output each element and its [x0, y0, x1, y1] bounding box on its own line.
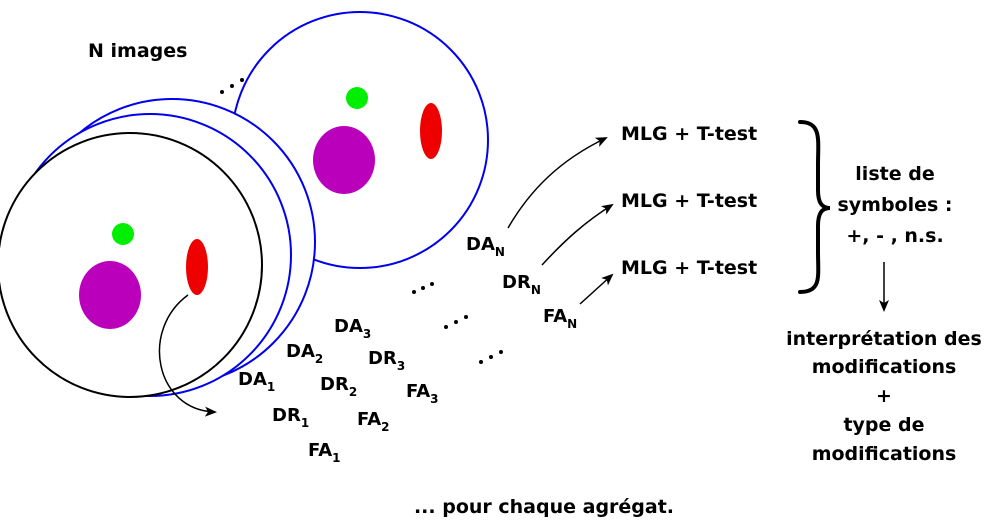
seq-dr-1: DR1 — [272, 405, 309, 430]
sequence-ellipsis — [412, 282, 503, 364]
interpretation-line-2: modifications — [812, 356, 957, 378]
red-ellipse-back — [420, 103, 442, 159]
interpretation-line-4: type de — [843, 414, 924, 436]
seq-da-1: DA1 — [238, 369, 275, 394]
green-dot-front — [112, 223, 134, 245]
extraction-arrow — [158, 294, 217, 417]
image-stack — [0, 11, 489, 398]
footer-caption: ... pour chaque agrégat. — [414, 496, 674, 518]
green-dot-back — [346, 87, 368, 109]
seq-dr-2: DR2 — [320, 374, 357, 399]
seq-da-3: DA3 — [334, 316, 371, 341]
symbols-line-1: liste de — [855, 163, 934, 185]
seq-fa-3: FA3 — [406, 381, 439, 406]
stack-ellipsis — [220, 78, 244, 94]
arrow-da-to-test — [507, 137, 608, 229]
symbols-line-2: symboles : — [837, 194, 952, 216]
symbols-line-3: +, - , n.s. — [846, 225, 943, 247]
arrow-fa-to-test — [579, 273, 614, 305]
seq-fa-n: FAN — [543, 306, 577, 331]
test-label-bottom: MLG + T-test — [621, 257, 757, 279]
curly-brace — [798, 120, 831, 294]
seq-fa-1: FA1 — [308, 440, 341, 465]
images-label: N images — [88, 40, 187, 62]
arrow-dr-to-test — [541, 203, 614, 266]
seq-dr-n: DRN — [502, 272, 541, 297]
interpretation-line-1: interprétation des — [786, 328, 982, 350]
image-circle-front — [0, 132, 263, 398]
sequence-labels: DAN DRN FAN DA3 DA2 DR3 DA1 DR2 FA3 DR1 … — [238, 234, 577, 465]
seq-dr-3: DR3 — [368, 348, 405, 373]
test-label-middle: MLG + T-test — [621, 190, 757, 212]
seq-da-n: DAN — [466, 234, 505, 259]
seq-fa-2: FA2 — [357, 409, 390, 434]
red-ellipse-front — [186, 239, 208, 295]
purple-blob-front — [79, 261, 141, 329]
test-label-top: MLG + T-test — [621, 123, 757, 145]
purple-blob-back — [313, 126, 375, 194]
interpretation-line-3: + — [876, 385, 892, 407]
seq-da-2: DA2 — [286, 341, 323, 366]
interpretation-line-5: modifications — [812, 443, 957, 465]
